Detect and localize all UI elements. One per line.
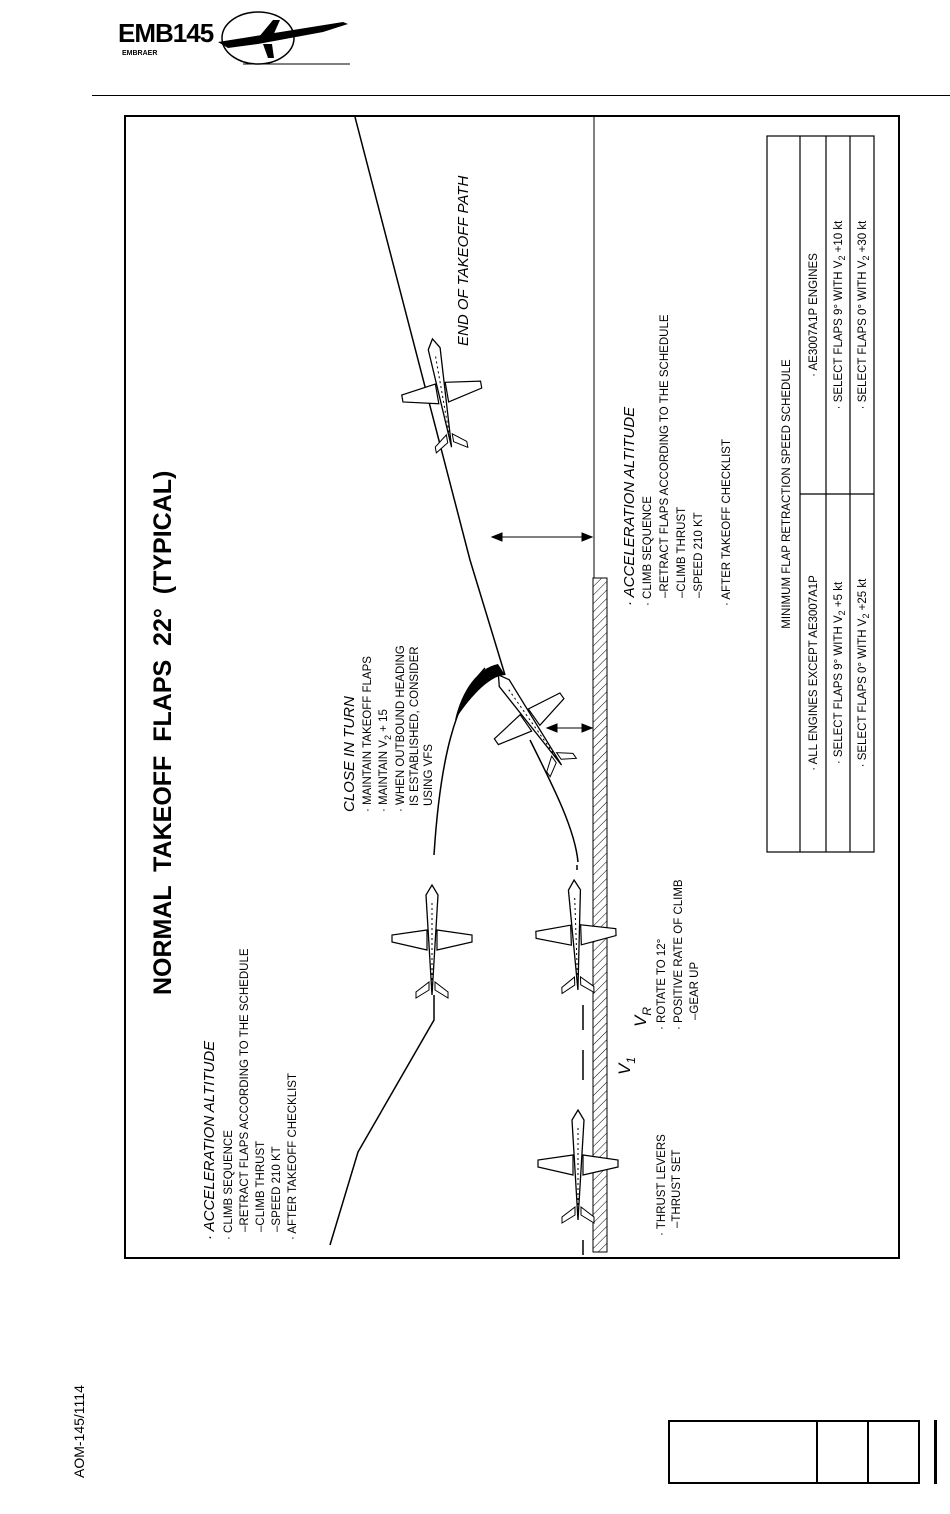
retract-flaps-line-right: –RETRACT FLAPS ACCORDING TO THE SCHEDULE (659, 314, 671, 598)
flap-retraction-schedule-table: MINIMUM FLAP RETRACTION SPEED SCHEDULE ·… (766, 135, 875, 853)
close-in-turn-heading: CLOSE IN TURN (341, 696, 358, 812)
schedule-table-title: MINIMUM FLAP RETRACTION SPEED SCHEDULE (781, 359, 793, 629)
after-takeoff-checklist-line-right: · AFTER TAKEOFF CHECKLIST (721, 439, 733, 606)
vr-label: VR (631, 1007, 654, 1027)
thrust-set-line: –THRUST SET (671, 1150, 683, 1228)
footer-box-divider (816, 1420, 818, 1484)
embraer-logo (118, 8, 353, 68)
schedule-col2-header: · AE3007A1P ENGINES (808, 253, 820, 377)
footer-box-divider (867, 1420, 869, 1484)
rotate-line: · ROTATE TO 12° (656, 939, 668, 1030)
schedule-row1-col1: · SELECT FLAPS 9° WITH V2 +5 kt (833, 581, 847, 764)
speed-line: –SPEED 210 KT (271, 1146, 283, 1232)
maintain-v2-line: · MAINTAIN V2 + 15 (378, 709, 393, 812)
footer-revision-box (668, 1420, 920, 1484)
climb-sequence-line: · CLIMB SEQUENCE (223, 1130, 235, 1240)
document-id: AOM-145/1114 (71, 1385, 87, 1478)
diagram-frame (124, 115, 900, 1259)
thrust-levers-line: · THRUST LEVERS (656, 1134, 668, 1236)
end-of-takeoff-path-label: END OF TAKEOFF PATH (455, 176, 472, 346)
acceleration-altitude-right: · ACCELERATION ALTITUDE · CLIMB SEQUENCE… (621, 314, 733, 606)
header-divider (92, 95, 950, 96)
gear-up-line: –GEAR UP (689, 962, 701, 1020)
outbound-heading-line: · WHEN OUTBOUND HEADING (395, 645, 407, 812)
climb-thrust-line-right: –CLIMB THRUST (676, 507, 688, 598)
logo-subtext: EMBRAER (122, 50, 158, 57)
acceleration-altitude-left: · ACCELERATION ALTITUDE · CLIMB SEQUENCE… (201, 948, 299, 1240)
airplane-logo-icon (218, 11, 350, 65)
retract-flaps-line: –RETRACT FLAPS ACCORDING TO THE SCHEDULE (239, 948, 251, 1232)
runway-ground (592, 577, 608, 1253)
v1-label: V1 (615, 1057, 638, 1075)
revision-bar (934, 1420, 937, 1484)
consider-line: IS ESTABLISHED, CONSIDER (409, 646, 421, 806)
vfs-line: USING VFS (423, 744, 435, 806)
acceleration-altitude-heading: · ACCELERATION ALTITUDE (201, 1040, 218, 1240)
aircraft-initial-climb-icon (391, 884, 473, 999)
acceleration-altitude-heading-right: · ACCELERATION ALTITUDE (621, 406, 638, 606)
runway-centerline (576, 865, 584, 1255)
altitude-arrow-upper (490, 532, 594, 542)
climb-sequence-line-right: · CLIMB SEQUENCE (642, 496, 654, 606)
ground-phase-labels: · THRUST LEVERS –THRUST SET V1 VR · ROTA… (615, 879, 701, 1236)
climb-thrust-line: –CLIMB THRUST (255, 1141, 267, 1232)
altitude-arrow-lower (545, 723, 594, 733)
after-takeoff-checklist-line: · AFTER TAKEOFF CHECKLIST (287, 1073, 299, 1240)
schedule-row1-col2: · SELECT FLAPS 9° WITH V2 +10 kt (833, 220, 847, 409)
maintain-flaps-line: · MAINTAIN TAKEOFF FLAPS (362, 656, 374, 812)
positive-climb-line: · POSITIVE RATE OF CLIMB (673, 879, 685, 1030)
schedule-col1-header: · ALL ENGINES EXCEPT AE3007A1P (808, 575, 820, 771)
diagram-title: NORMAL TAKEOFF FLAPS 22° (TYPICAL) (149, 471, 177, 995)
aircraft-climbout-icon (392, 331, 493, 458)
logo-wordmark: EMB145 (118, 18, 214, 48)
close-in-turn-block: CLOSE IN TURN · MAINTAIN TAKEOFF FLAPS ·… (341, 645, 435, 812)
schedule-row2-col1: · SELECT FLAPS 0° WITH V2 +25 kt (857, 578, 871, 767)
speed-line-right: –SPEED 210 KT (693, 512, 705, 598)
turn-ribbon (455, 664, 505, 720)
schedule-row2-col2: · SELECT FLAPS 0° WITH V2 +30 kt (857, 220, 871, 409)
